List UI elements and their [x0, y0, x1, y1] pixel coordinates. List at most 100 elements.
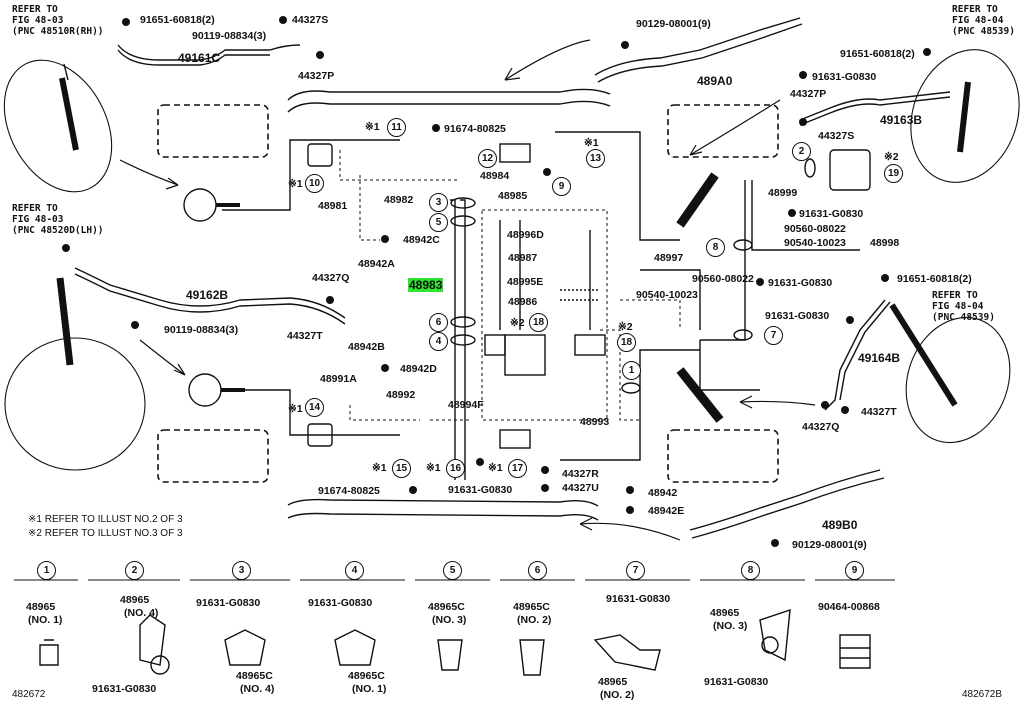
part-label[interactable]: 91631-G0830: [448, 484, 513, 496]
part-label[interactable]: 48985: [498, 190, 528, 202]
callout-13[interactable]: 13: [586, 149, 605, 168]
part-label[interactable]: 44327S: [292, 14, 329, 26]
callout-10[interactable]: 10: [305, 174, 324, 193]
part-label[interactable]: 44327T: [861, 406, 897, 418]
part-label[interactable]: 91651-60818(2): [140, 14, 215, 26]
callout-18a[interactable]: 18: [529, 313, 548, 332]
part-label[interactable]: 48942: [648, 487, 678, 499]
part-label[interactable]: 44327T: [287, 330, 323, 342]
callout-3[interactable]: 3: [429, 193, 448, 212]
legend-callout-5[interactable]: 5: [443, 561, 462, 580]
callout-8[interactable]: 8: [706, 238, 725, 257]
part-label[interactable]: 48982: [384, 194, 414, 206]
callout-16[interactable]: 16: [446, 459, 465, 478]
part-label[interactable]: 91631-G0830: [799, 208, 864, 220]
legend-callout-3[interactable]: 3: [232, 561, 251, 580]
callout-4[interactable]: 4: [429, 332, 448, 351]
legend-extra[interactable]: 91631-G0830: [704, 676, 769, 688]
part-label[interactable]: 91631-G0830: [765, 310, 830, 322]
part-label[interactable]: 48999: [768, 187, 798, 199]
part-label[interactable]: 44327U: [562, 482, 599, 494]
legend-part[interactable]: 48965C: [348, 670, 385, 682]
legend-part[interactable]: 48965: [26, 601, 56, 613]
part-label[interactable]: 91631-G0830: [768, 277, 833, 289]
part-label[interactable]: 48991A: [320, 373, 357, 385]
part-label[interactable]: 91651-60818(2): [840, 48, 915, 60]
callout-9[interactable]: 9: [552, 177, 571, 196]
callout-18b[interactable]: 18: [617, 333, 636, 352]
callout-17[interactable]: 17: [508, 459, 527, 478]
part-label[interactable]: 48994F: [448, 399, 484, 411]
legend-part[interactable]: 48965: [710, 607, 740, 619]
part-label[interactable]: 48942D: [400, 363, 437, 375]
legend-extra[interactable]: 91631-G0830: [92, 683, 157, 695]
part-label[interactable]: 48942A: [358, 258, 395, 270]
part-label[interactable]: 48987: [508, 252, 538, 264]
part-label[interactable]: 90129-08001(9): [636, 18, 711, 30]
callout-19[interactable]: 19: [884, 164, 903, 183]
part-label[interactable]: 44327P: [298, 70, 335, 82]
part-label[interactable]: 49163B: [880, 113, 923, 127]
legend-callout-2[interactable]: 2: [125, 561, 144, 580]
part-label[interactable]: 49164B: [858, 351, 901, 365]
legend-callout-9[interactable]: 9: [845, 561, 864, 580]
part-label[interactable]: 48992: [386, 389, 416, 401]
part-label[interactable]: 44327R: [562, 468, 599, 480]
legend-callout-7[interactable]: 7: [626, 561, 645, 580]
legend-extra[interactable]: 91631-G0830: [606, 593, 671, 605]
callout-5[interactable]: 5: [429, 213, 448, 232]
part-label[interactable]: 48996D: [507, 229, 544, 241]
part-label[interactable]: 90560-08022: [784, 223, 846, 235]
part-label[interactable]: 48993: [580, 416, 610, 428]
part-label[interactable]: 44327Q: [802, 421, 840, 433]
part-label[interactable]: 48942B: [348, 341, 385, 353]
part-label[interactable]: 44327Q: [312, 272, 350, 284]
legend-callout-8[interactable]: 8: [741, 561, 760, 580]
legend-part[interactable]: 90464-00868: [818, 601, 880, 613]
part-label[interactable]: 90119-08834(3): [164, 324, 239, 336]
part-label[interactable]: 90540-10023: [784, 237, 846, 249]
legend-part[interactable]: 48965: [598, 676, 628, 688]
callout-11[interactable]: 11: [387, 118, 406, 137]
part-label[interactable]: 91631-G0830: [812, 71, 877, 83]
legend-part[interactable]: 48965C: [428, 601, 465, 613]
callout-2[interactable]: 2: [792, 142, 811, 161]
part-label-highlighted[interactable]: 48983: [408, 278, 444, 292]
part-label[interactable]: 90540-10023: [636, 289, 698, 301]
part-label[interactable]: 91674-80825: [444, 123, 506, 135]
legend-extra[interactable]: 91631-G0830: [196, 597, 261, 609]
legend-callout-1[interactable]: 1: [37, 561, 56, 580]
callout-12[interactable]: 12: [478, 149, 497, 168]
legend-part[interactable]: 48965: [120, 594, 150, 606]
part-label[interactable]: 48986: [508, 296, 538, 308]
part-label[interactable]: 489B0: [822, 518, 858, 532]
part-label[interactable]: 48984: [480, 170, 510, 182]
legend-part[interactable]: 48965C: [513, 601, 550, 613]
highlight[interactable]: 48983: [408, 278, 444, 292]
part-label[interactable]: 49162B: [186, 288, 229, 302]
part-label[interactable]: 48995E: [507, 276, 544, 288]
callout-14[interactable]: 14: [305, 398, 324, 417]
part-label[interactable]: 44327P: [790, 88, 827, 100]
part-label[interactable]: 91674-80825: [318, 485, 380, 497]
callout-1[interactable]: 1: [622, 361, 641, 380]
callout-15[interactable]: 15: [392, 459, 411, 478]
part-label[interactable]: 48981: [318, 200, 348, 212]
part-label[interactable]: 48942E: [648, 505, 685, 517]
legend-callout-6[interactable]: 6: [528, 561, 547, 580]
part-label[interactable]: 48998: [870, 237, 900, 249]
part-label[interactable]: 48997: [654, 252, 684, 264]
part-label[interactable]: 90119-08834(3): [192, 30, 267, 42]
callout-6[interactable]: 6: [429, 313, 448, 332]
part-label[interactable]: 48942C: [403, 234, 440, 246]
part-label[interactable]: 91651-60818(2): [897, 273, 972, 285]
callout-7[interactable]: 7: [764, 326, 783, 345]
part-label[interactable]: 90129-08001(9): [792, 539, 867, 551]
part-label[interactable]: 49161C: [178, 51, 221, 65]
part-label[interactable]: 489A0: [697, 74, 733, 88]
legend-extra[interactable]: 91631-G0830: [308, 597, 373, 609]
legend-callout-4[interactable]: 4: [345, 561, 364, 580]
part-label[interactable]: 90560-08022: [692, 273, 754, 285]
legend-part[interactable]: 48965C: [236, 670, 273, 682]
part-label[interactable]: 44327S: [818, 130, 855, 142]
